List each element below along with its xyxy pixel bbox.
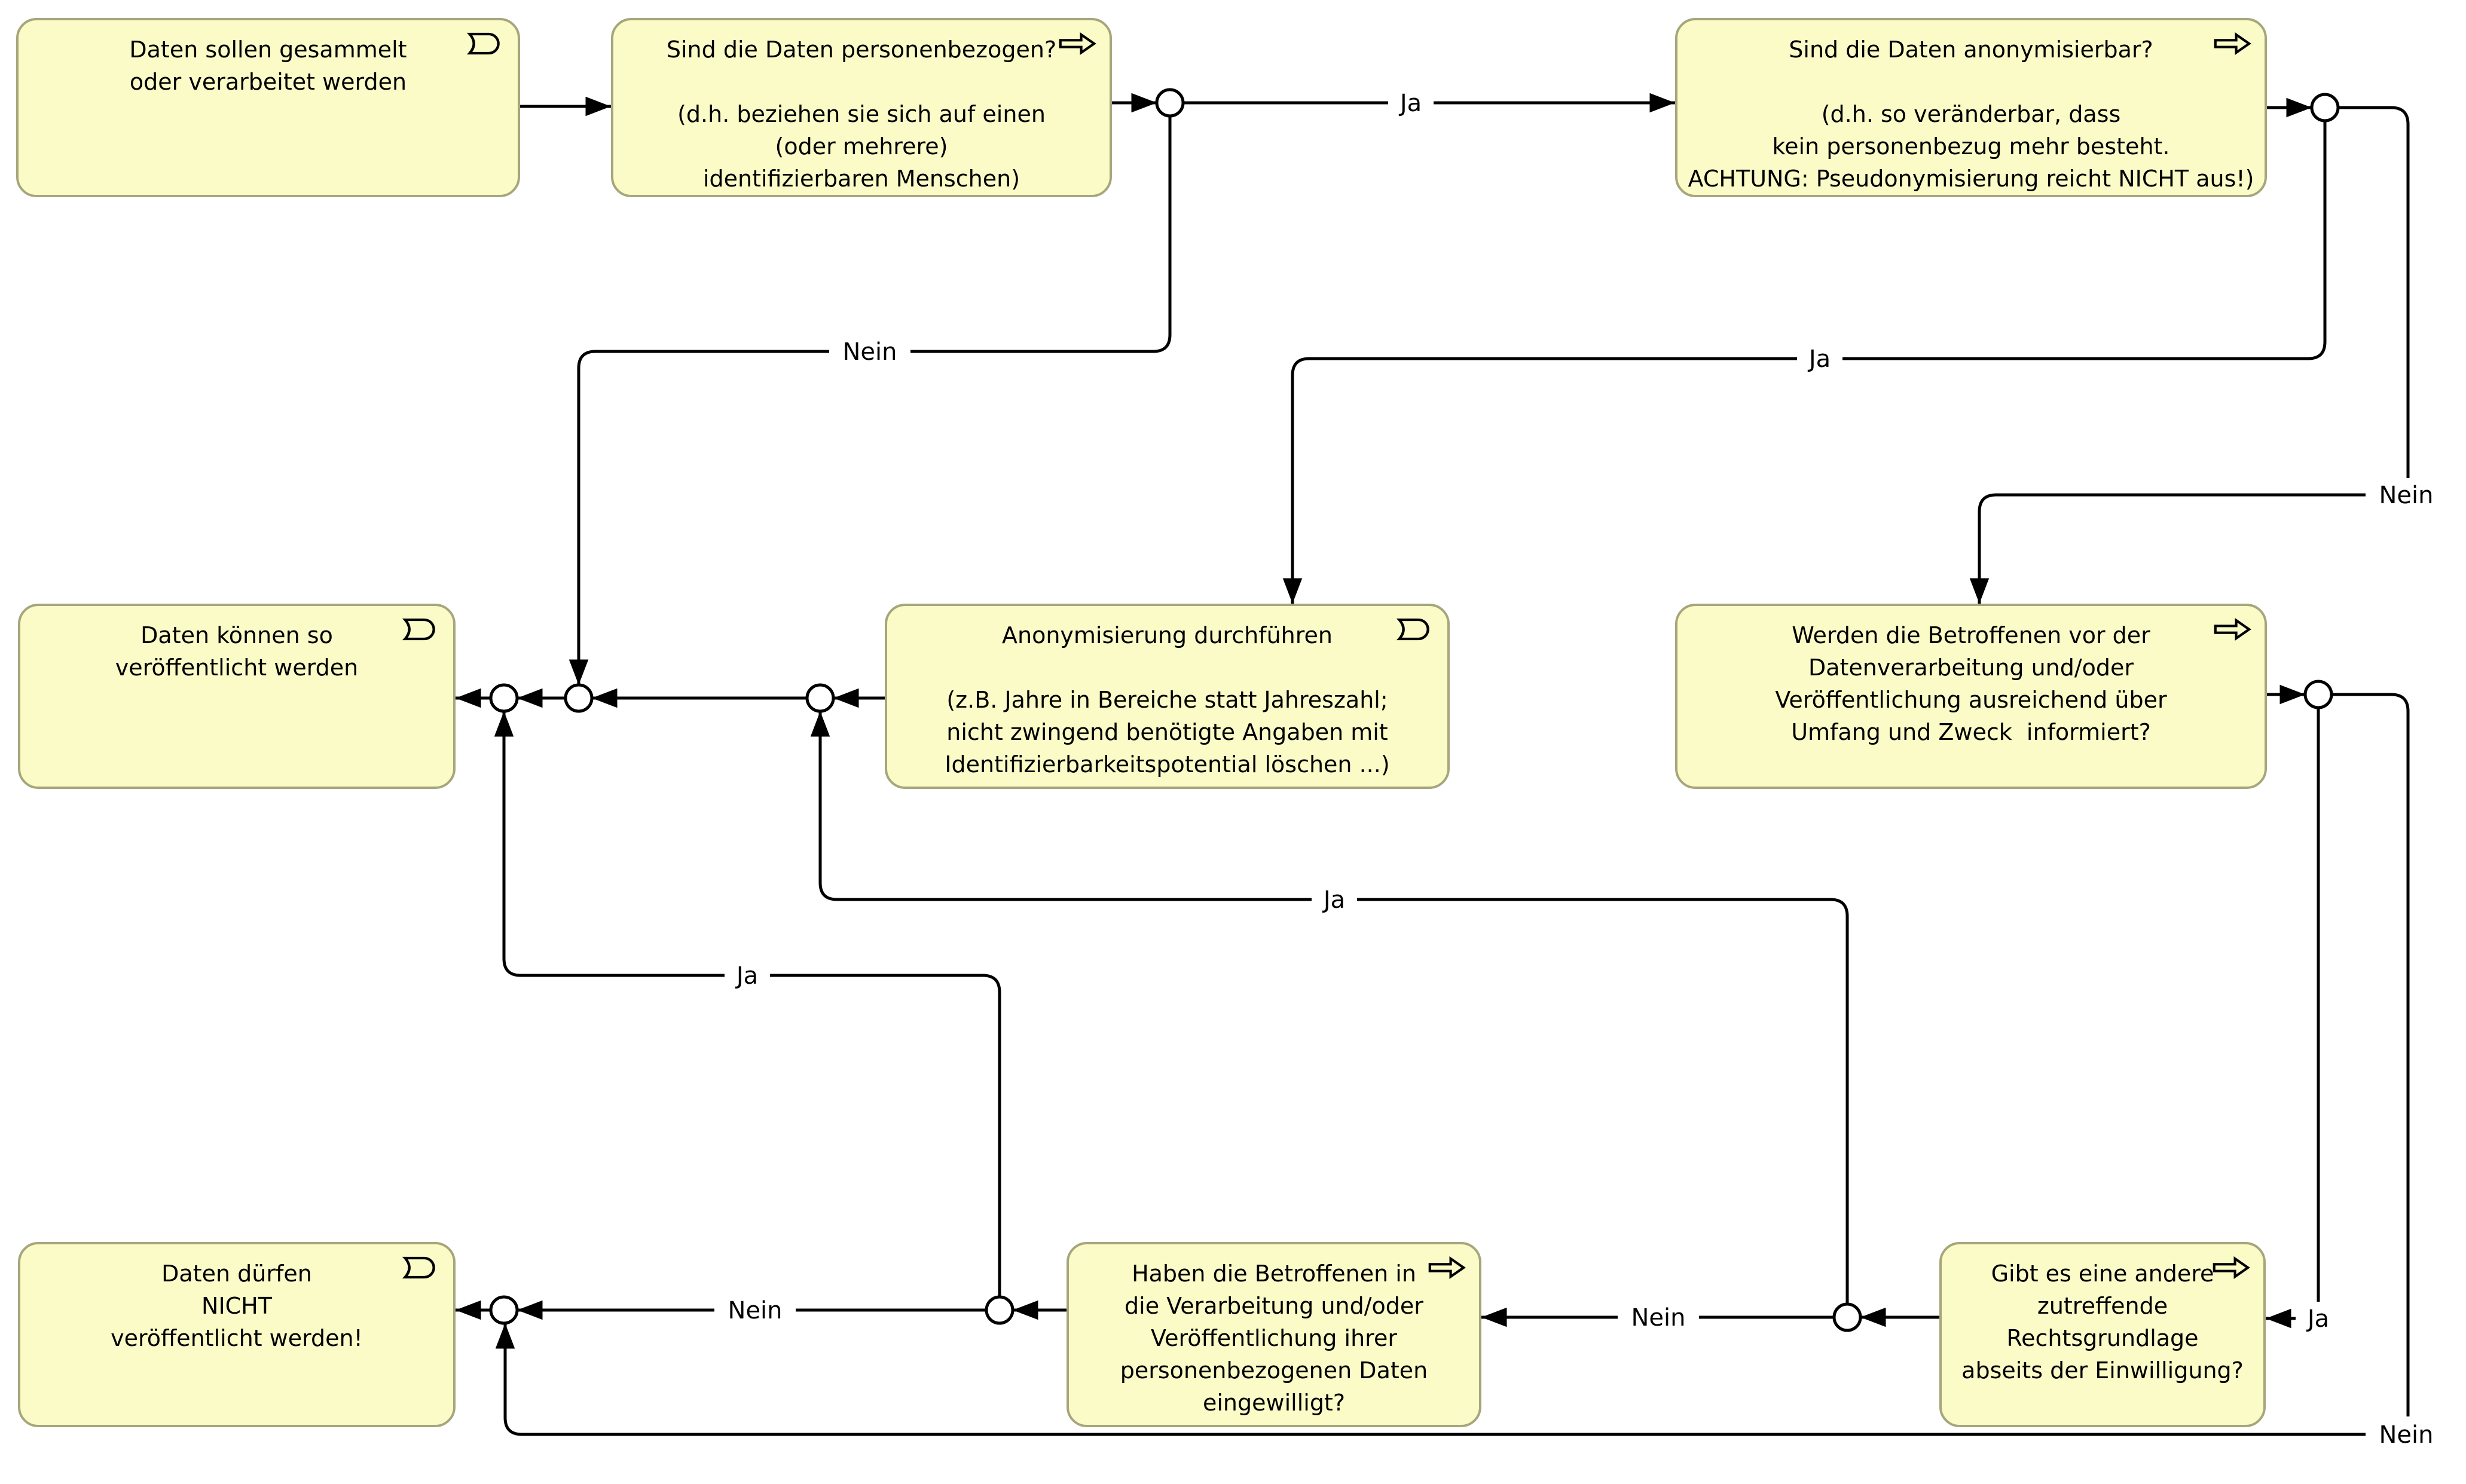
label-bg: [725, 960, 770, 991]
process-arrow-icon: [2214, 32, 2251, 56]
junction-einwilligung[interactable]: [985, 1295, 1014, 1325]
edge-label-ja: Ja: [1322, 886, 1345, 914]
node-start-event[interactable]: Daten sollen gesammelt oder verarbeitet …: [16, 18, 520, 197]
edge-label-ja: Ja: [1398, 90, 1422, 117]
node-text: nicht zwingend benötigte Angaben mit: [946, 719, 1388, 745]
edge-label-nein: Nein: [2379, 482, 2434, 509]
node-daten-koennen-event[interactable]: Daten können so veröffentlicht werden: [18, 604, 456, 789]
node-text: die Verarbeitung und/oder: [1124, 1293, 1423, 1319]
node-einwilligung-question[interactable]: Haben die Betroffenen in die Verarbeitun…: [1067, 1242, 1481, 1427]
node-text: Umfang und Zweck informiert?: [1791, 719, 2151, 745]
business-event-icon: [466, 32, 500, 55]
label-bg: [2296, 1303, 2341, 1334]
node-anonymisierung-action[interactable]: Anonymisierung durchführen (z.B. Jahre i…: [885, 604, 1450, 789]
node-text: oder verarbeitet werden: [129, 69, 407, 95]
label-bg: [2366, 479, 2447, 510]
node-text: [887, 651, 1447, 684]
edge-nein-personenbezogen: [569, 116, 1172, 685]
junction-koennen-right[interactable]: [805, 683, 835, 713]
node-text: Werden die Betroffenen vor der: [1792, 622, 2150, 648]
node-daten-duerfen-nicht-event[interactable]: Daten dürfen NICHT veröffentlicht werden…: [18, 1242, 456, 1427]
node-text: veröffentlicht werden: [115, 654, 359, 681]
label-bg: [2366, 1419, 2447, 1450]
edge-ja-rechtsgrundlage: [810, 711, 1849, 1304]
process-arrow-icon: [2213, 1256, 2250, 1280]
node-text: (oder mehrere): [775, 133, 948, 160]
process-arrow-icon: [1428, 1256, 1466, 1280]
node-text: Rechtsgrundlage: [2006, 1325, 2199, 1351]
edge-label-ja: Ja: [1807, 345, 1831, 373]
business-event-icon: [402, 1256, 435, 1279]
node-text: Sind die Daten anonymisierbar?: [1789, 36, 2153, 63]
node-text: [1677, 66, 2265, 98]
node-text: (d.h. beziehen sie sich auf einen: [677, 101, 1046, 127]
node-text: Daten dürfen: [161, 1260, 312, 1287]
junction-koennen-mid[interactable]: [564, 683, 594, 713]
edge-nein-anonymisierbar-part1: [2338, 106, 2410, 478]
node-personenbezogen-question[interactable]: Sind die Daten personenbezogen? (d.h. be…: [611, 18, 1112, 197]
label-bg: [829, 336, 910, 367]
node-text: Datenverarbeitung und/oder: [1808, 654, 2134, 681]
node-text: eingewilligt?: [1202, 1390, 1346, 1416]
junction-informiert[interactable]: [2303, 680, 2333, 709]
node-text: Sind die Daten personenbezogen?: [666, 36, 1057, 63]
business-event-icon: [1396, 618, 1429, 641]
node-text: Anonymisierung durchführen: [1002, 622, 1333, 648]
node-text: personenbezogenen Daten: [1120, 1357, 1428, 1384]
label-bg: [1312, 884, 1357, 915]
node-text: Daten sollen gesammelt: [129, 36, 407, 63]
node-text: [613, 66, 1110, 98]
node-anonymisierbar-question[interactable]: Sind die Daten anonymisierbar? (d.h. so …: [1675, 18, 2267, 197]
junction-anonymisierbar[interactable]: [2310, 93, 2340, 123]
label-bg: [714, 1295, 796, 1326]
edge-label-nein: Nein: [2379, 1421, 2434, 1449]
edge-nein-anonymisierbar-part2: [1969, 493, 2366, 604]
node-text: (z.B. Jahre in Bereiche statt Jahreszahl…: [946, 687, 1388, 713]
node-text: kein personenbezug mehr besteht.: [1772, 133, 2170, 160]
node-text: identifizierbaren Menschen): [702, 166, 1020, 192]
edge-label-nein: Nein: [728, 1297, 783, 1324]
node-text: Identifizierbarkeitspotential löschen ..…: [945, 751, 1390, 778]
edge-label-ja: Ja: [735, 962, 758, 990]
edge-nein-informiert-part1: [2331, 693, 2410, 1416]
edge-label-ja: Ja: [2306, 1305, 2329, 1333]
junction-personenbezogen[interactable]: [1155, 88, 1185, 118]
node-text: (d.h. so veränderbar, dass: [1821, 101, 2121, 127]
label-bg: [1618, 1302, 1699, 1333]
junction-koennen-left[interactable]: [489, 683, 519, 713]
label-bg: [1388, 87, 1434, 118]
node-text: Veröffentlichung ihrer: [1151, 1325, 1397, 1351]
edge-ja-einwilligung: [494, 711, 1001, 1297]
edge-label-nein: Nein: [843, 338, 897, 366]
junction-rechtsgrundlage[interactable]: [1832, 1302, 1862, 1332]
business-event-icon: [402, 618, 435, 641]
node-text: ACHTUNG: Pseudonymisierung reicht NICHT …: [1688, 166, 2254, 192]
node-text: veröffentlicht werden!: [111, 1325, 363, 1351]
node-text: abseits der Einwilligung?: [1961, 1357, 2244, 1384]
edge-label-nein: Nein: [1631, 1304, 1686, 1332]
label-bg: [1797, 343, 1842, 374]
node-text: Haben die Betroffenen in: [1132, 1260, 1416, 1287]
process-arrow-icon: [1059, 32, 1096, 56]
node-text: Veröffentlichung ausreichend über: [1775, 687, 2167, 713]
node-text: Daten können so: [140, 622, 333, 648]
node-text: NICHT: [201, 1293, 272, 1319]
process-arrow-icon: [2214, 617, 2251, 641]
junction-duerfen-nicht[interactable]: [489, 1295, 519, 1325]
node-rechtsgrundlage-question[interactable]: Gibt es eine andere zutreffende Rechtsgr…: [1939, 1242, 2266, 1427]
node-informiert-question[interactable]: Werden die Betroffenen vor der Datenvera…: [1675, 604, 2267, 789]
node-text: zutreffende: [2037, 1293, 2168, 1319]
node-text: Gibt es eine andere: [1991, 1260, 2214, 1287]
